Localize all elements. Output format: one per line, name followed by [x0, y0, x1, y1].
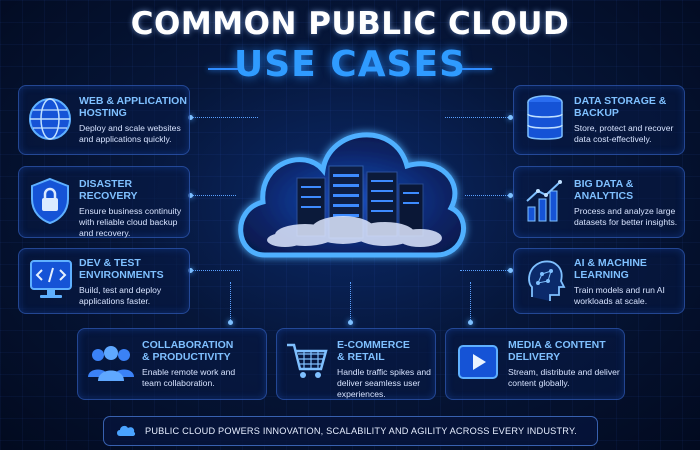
- shield-lock-icon: [31, 177, 69, 225]
- card-title: BIG DATA &ANALYTICS: [574, 178, 634, 202]
- page-title: COMMON PUBLIC CLOUD: [130, 6, 570, 42]
- connector-bigdata: [465, 195, 510, 196]
- connector-collab: [230, 282, 231, 322]
- bar-chart-icon: [526, 180, 562, 222]
- cloud-icon: [117, 425, 136, 436]
- connector-node: [188, 268, 193, 273]
- globe-icon: [29, 98, 71, 140]
- connector-node: [508, 115, 513, 120]
- card-collaboration: COLLABORATION& PRODUCTIVITY Enable remot…: [77, 328, 267, 400]
- shopping-cart-icon: [287, 343, 328, 378]
- card-title: E-COMMERCE& RETAIL: [337, 339, 410, 363]
- card-ecommerce: E-COMMERCE& RETAIL Handle traffic spikes…: [276, 328, 436, 400]
- title-divider-right: [462, 68, 492, 70]
- connector-media: [470, 282, 471, 322]
- team-icon: [88, 346, 134, 381]
- database-icon: [527, 95, 563, 140]
- page-subtitle: USE CASES: [233, 44, 466, 85]
- cloud-servers-illustration: [238, 132, 467, 258]
- code-monitor-icon: [30, 260, 72, 298]
- connector-ai: [460, 270, 510, 271]
- card-title: DISASTER RECOVERY: [79, 178, 138, 202]
- card-title: COLLABORATION& PRODUCTIVITY: [142, 339, 234, 363]
- connector-node: [188, 115, 193, 120]
- connector-storage: [445, 117, 510, 118]
- connector-node: [508, 268, 513, 273]
- connector-node: [468, 320, 473, 325]
- card-data-storage: DATA STORAGE &BACKUP Store, protect and …: [513, 85, 685, 155]
- card-title: DATA STORAGE &BACKUP: [574, 95, 667, 119]
- title-divider-left: [208, 68, 238, 70]
- ai-head-icon: [528, 260, 566, 301]
- card-disaster-recovery: DISASTER RECOVERY Ensure business contin…: [18, 166, 190, 238]
- connector-disaster: [190, 195, 236, 196]
- footer-banner: PUBLIC CLOUD POWERS INNOVATION, SCALABIL…: [103, 416, 598, 446]
- connector-devtest: [190, 270, 240, 271]
- connector-node: [348, 320, 353, 325]
- play-icon: [458, 345, 498, 379]
- connector-ecommerce: [350, 282, 351, 322]
- footer-text: PUBLIC CLOUD POWERS INNOVATION, SCALABIL…: [145, 426, 577, 436]
- connector-node: [508, 193, 513, 198]
- clouds-mist: [267, 216, 442, 247]
- connector-web: [190, 117, 258, 118]
- card-big-data: BIG DATA &ANALYTICS Process and analyze …: [513, 166, 685, 238]
- connector-node: [228, 320, 233, 325]
- connector-node: [188, 193, 193, 198]
